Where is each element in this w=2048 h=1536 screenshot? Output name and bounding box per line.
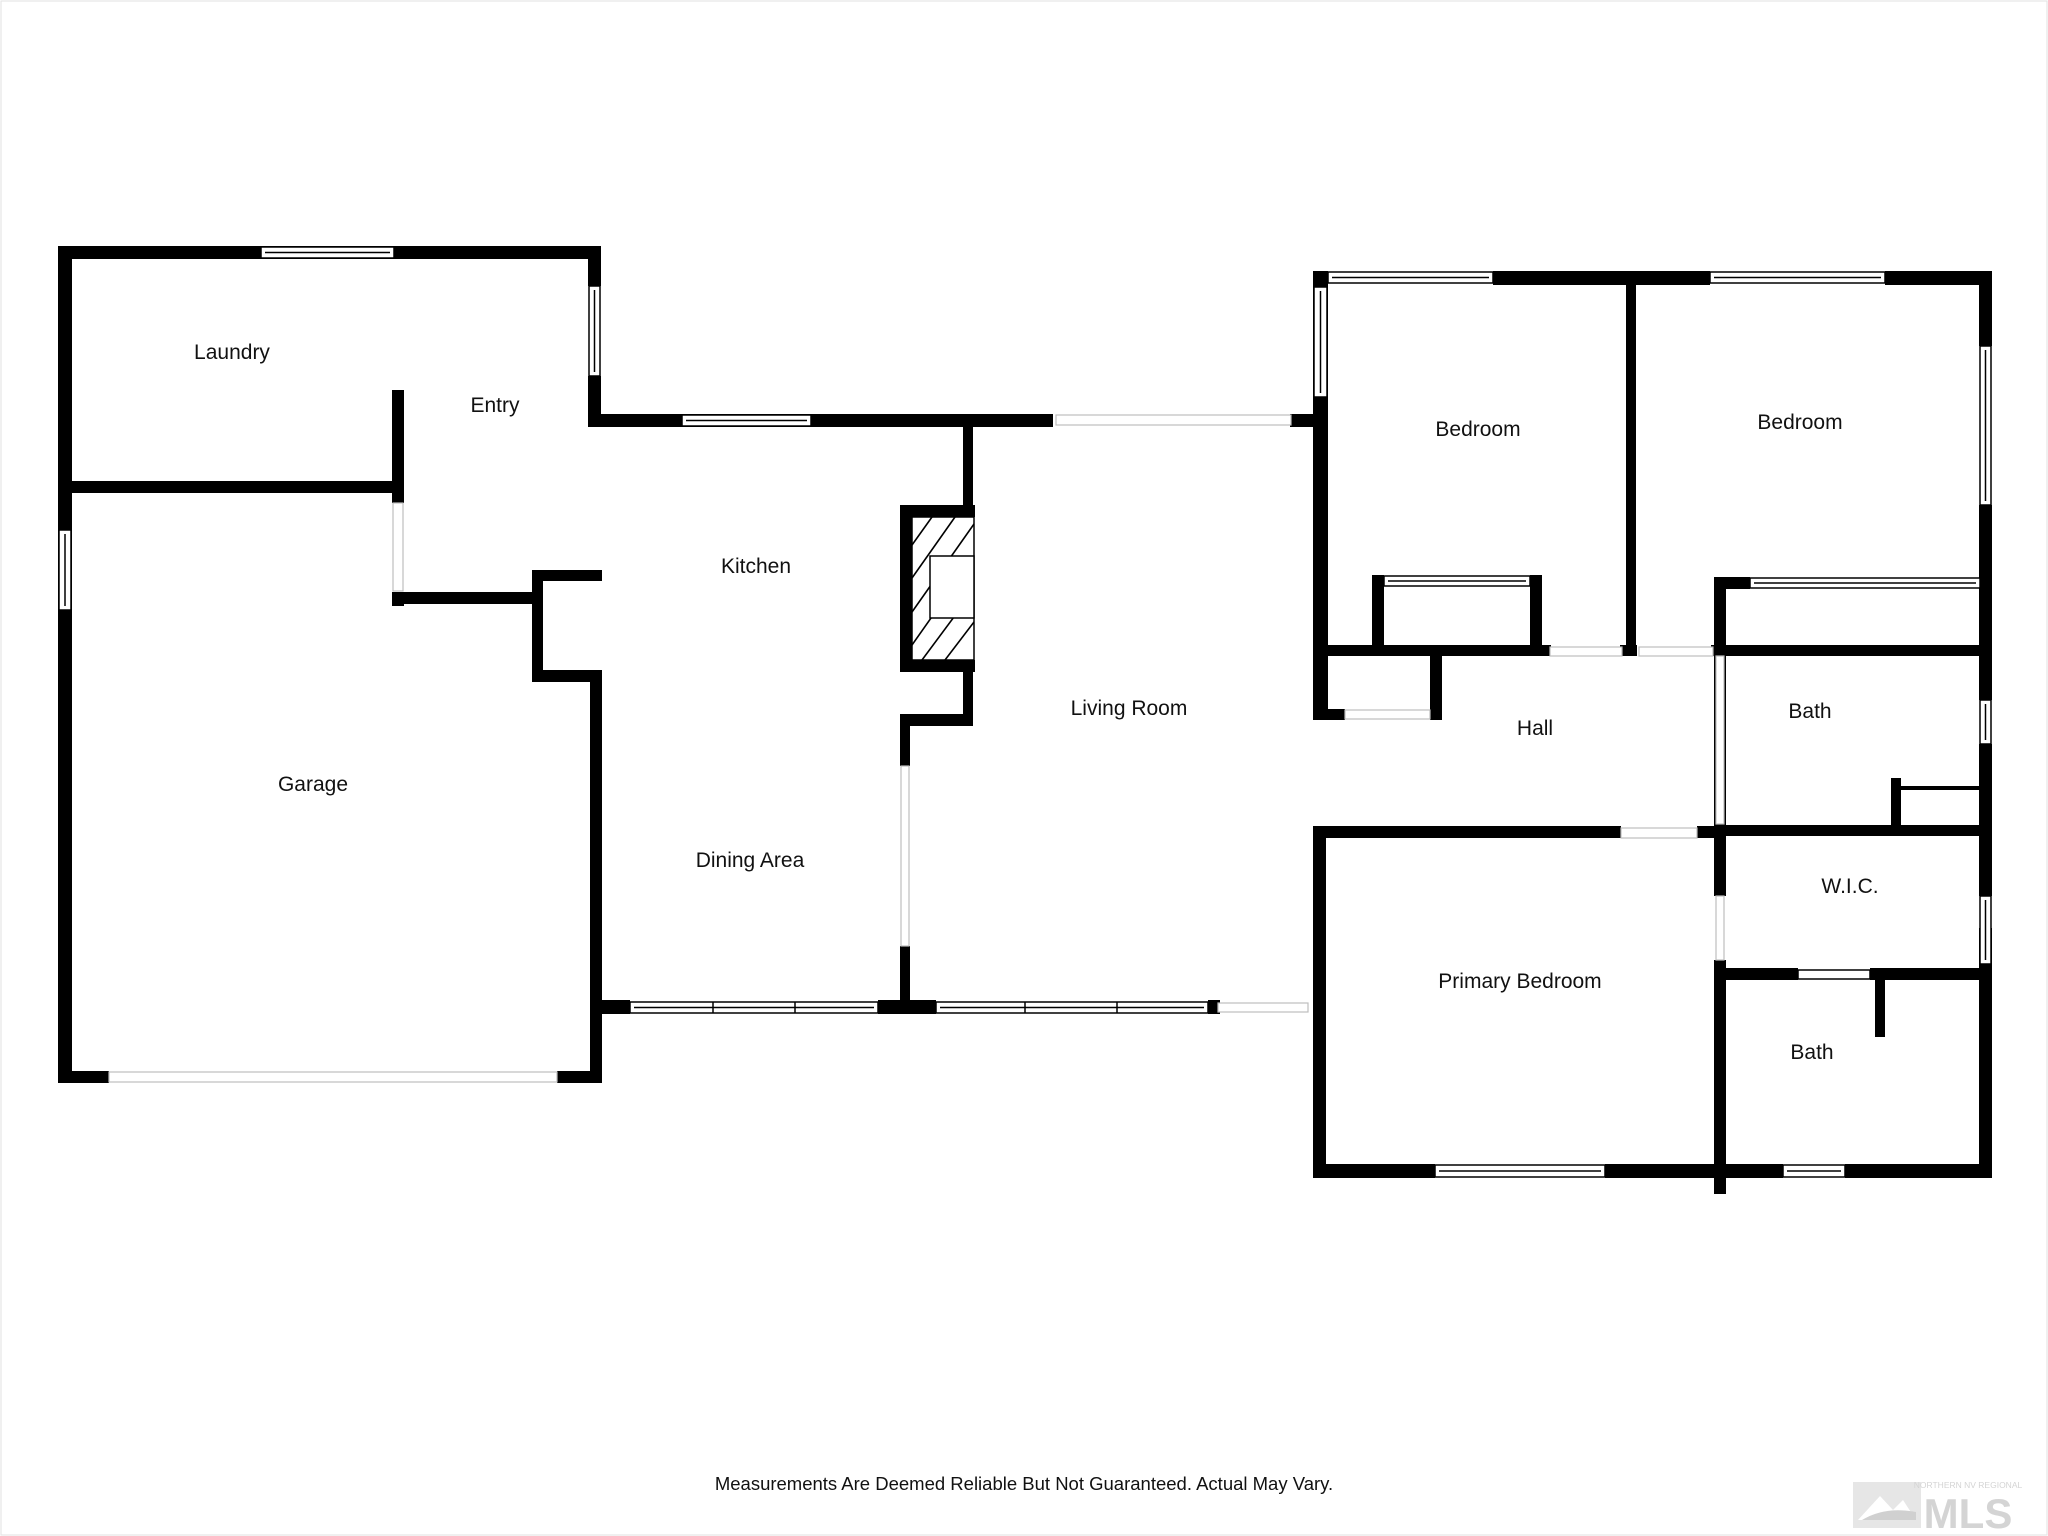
mls-logo-tagline: NORTHERN NV REGIONAL [1914,1480,2023,1490]
room-label-entry: Entry [470,394,520,417]
room-label-garage: Garage [278,773,348,796]
mls-logo-name: MLS [1924,1490,2013,1536]
room-label-bedroom-2: Bedroom [1757,411,1842,434]
room-label-primary-bedroom: Primary Bedroom [1438,970,1601,993]
mls-logo: NORTHERN NV REGIONAL MLS [1853,1480,2023,1536]
room-label-bath-2: Bath [1790,1041,1833,1064]
room-label-dining-area: Dining Area [696,849,805,872]
fireplace-hatch [911,516,975,661]
openings [108,414,1725,1083]
room-label-bath-1: Bath [1788,700,1831,723]
room-label-hall: Hall [1517,717,1553,740]
room-label-kitchen: Kitchen [721,555,791,578]
walls [58,246,1992,1194]
disclaimer-text: Measurements Are Deemed Reliable But Not… [715,1473,1333,1494]
windows [58,246,1992,1178]
room-label-living-room: Living Room [1071,697,1188,720]
room-labels: Laundry Entry Kitchen Garage Dining Area… [194,341,1879,1064]
room-label-bedroom-1: Bedroom [1435,418,1520,441]
room-label-wic: W.I.C. [1821,875,1878,898]
room-label-laundry: Laundry [194,341,270,364]
